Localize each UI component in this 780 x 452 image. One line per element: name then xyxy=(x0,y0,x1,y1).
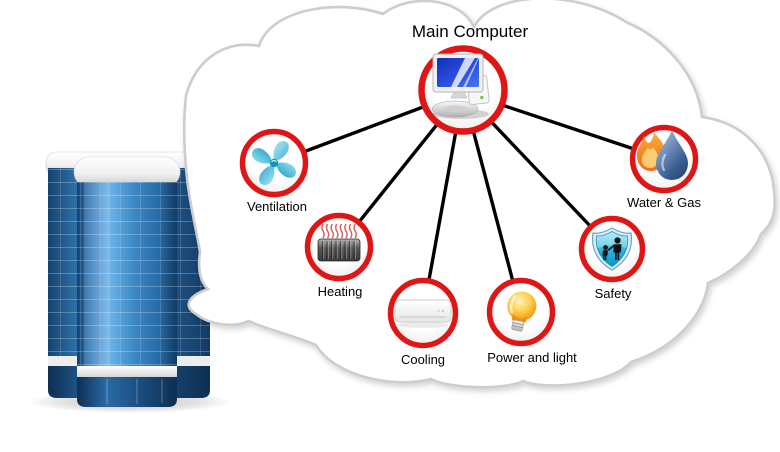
light-bulb-icon xyxy=(507,291,537,332)
node-label-safety: Safety xyxy=(594,286,632,301)
server-front-cylinder xyxy=(73,156,181,407)
node-label-power-and-light: Power and light xyxy=(487,350,577,365)
node-label-heating: Heating xyxy=(317,284,363,299)
main-computer-title: Main Computer xyxy=(411,22,529,41)
air-conditioner-icon xyxy=(394,299,452,328)
node-label-cooling: Cooling xyxy=(400,352,446,367)
cloud-outline xyxy=(182,0,776,389)
server-tower xyxy=(28,151,232,413)
radiator-icon xyxy=(317,223,361,262)
fan-icon xyxy=(252,141,296,185)
water-drop-shape xyxy=(656,130,688,180)
computer-icon xyxy=(431,53,490,119)
flame-and-water-drop-icon xyxy=(636,130,688,180)
safety-shield-icon xyxy=(591,227,633,271)
node-label-water-and-gas: Water & Gas xyxy=(627,195,701,210)
node-label-ventilation: Ventilation xyxy=(247,199,307,214)
